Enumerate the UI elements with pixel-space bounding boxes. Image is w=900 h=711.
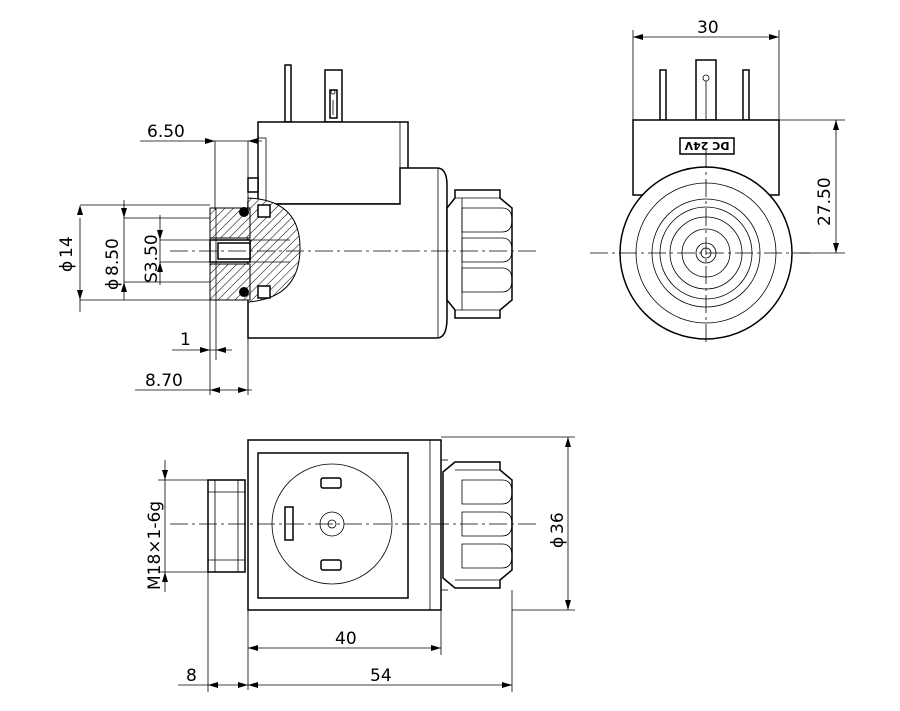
dim-1: 1 — [180, 330, 191, 350]
side-view — [170, 64, 540, 339]
front-view-dimensions: 30 27.50 — [632, 18, 845, 254]
dim-27-50: 27.50 — [815, 177, 835, 226]
dim-dia-14-symbol: ϕ — [57, 261, 77, 272]
dim-6-50: 6.50 — [147, 122, 185, 142]
side-view-dimensions: 6.50 ϕ 14 ϕ 8.50 S3.50 — [57, 122, 262, 395]
dim-dia-36-symbol: ϕ — [548, 537, 568, 548]
dim-dia-14: 14 — [57, 236, 77, 258]
dim-8: 8 — [186, 666, 197, 686]
dim-s3-50: S3.50 — [142, 234, 162, 283]
connector-housing — [257, 121, 409, 205]
top-view-dimensions: M18×1-6g ϕ 36 40 8 54 — [145, 436, 575, 692]
voltage-label: DC 24V — [684, 139, 729, 152]
core-section — [209, 197, 301, 303]
dim-thread: M18×1-6g — [145, 501, 165, 590]
top-view — [170, 439, 540, 611]
dim-40: 40 — [335, 629, 357, 649]
front-view: DC 24V — [590, 59, 810, 345]
dim-8-70: 8.70 — [145, 371, 183, 391]
dim-dia-8-50: 8.50 — [103, 238, 123, 276]
dim-dia-36: 36 — [548, 512, 568, 534]
knurled-nut — [446, 189, 513, 319]
knurled-nut-top — [442, 461, 513, 589]
dim-54: 54 — [370, 666, 392, 686]
coil-body — [247, 167, 448, 339]
dim-dia-8-50-symbol: ϕ — [103, 279, 123, 290]
terminal-pins — [284, 64, 343, 123]
dim-30: 30 — [697, 18, 719, 38]
